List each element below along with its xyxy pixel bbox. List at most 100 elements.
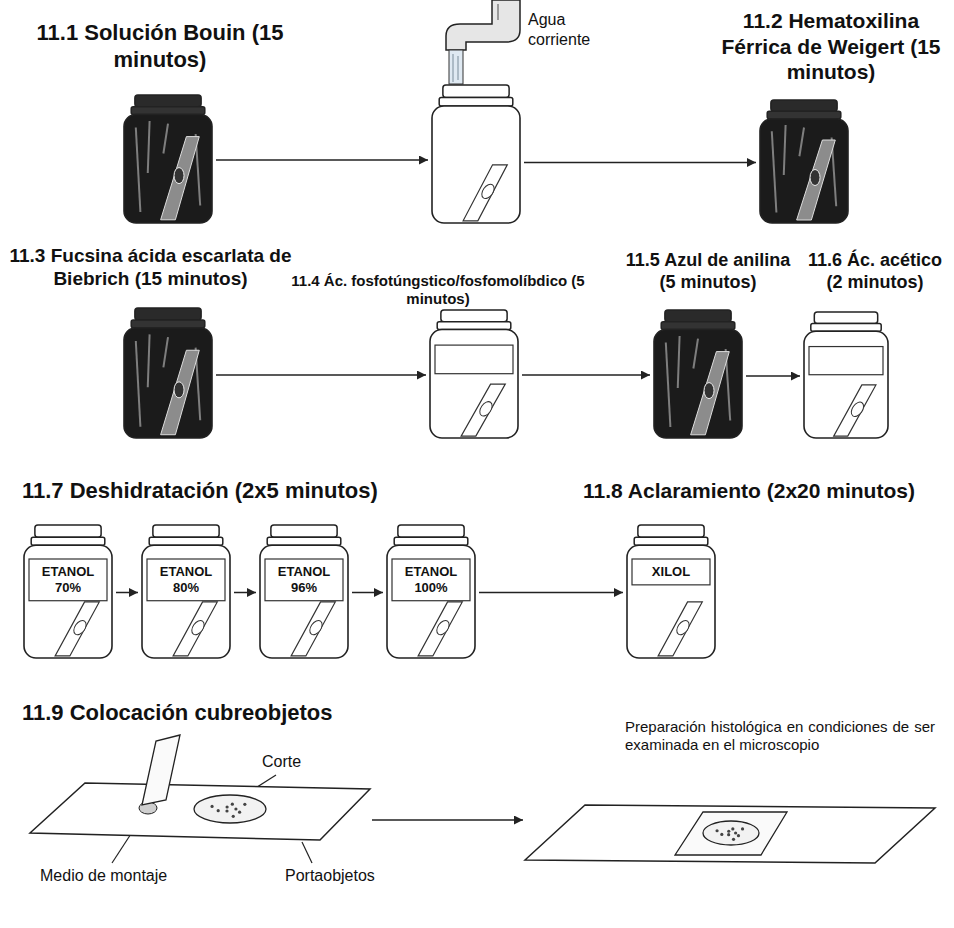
jar-label <box>809 347 883 375</box>
jar-outline <box>430 85 522 225</box>
step-heading: 11.6 Ác. acético (2 minutos) <box>800 250 950 294</box>
water-lines <box>453 54 458 82</box>
staining-jar: 11.2 Hematoxilina Férrica de Weigert (15… <box>758 100 850 225</box>
water-stream <box>449 50 463 84</box>
jar-body <box>627 545 715 658</box>
step-heading: 11.3 Fucsina ácida escarlata de Biebrich… <box>8 244 293 290</box>
tissue-texture <box>234 807 237 810</box>
slide-outline <box>30 775 370 840</box>
staining-jar: 11.5 Azul de anilina (5 minutos) <box>652 310 744 440</box>
jar-lid <box>771 100 837 111</box>
tissue-texture <box>737 834 740 837</box>
slide-in-jar <box>418 602 462 656</box>
tissue-texture <box>727 833 730 836</box>
jar-body <box>24 545 112 658</box>
tissue-texture <box>731 827 734 830</box>
tissue-section <box>174 382 184 398</box>
part-label: Corte <box>262 752 342 771</box>
slide-in-jar <box>173 602 217 656</box>
jar-body <box>124 115 212 224</box>
tissue-section <box>307 618 324 637</box>
jar-body <box>654 330 742 439</box>
jar-rim <box>437 322 511 330</box>
coverslip <box>675 812 787 855</box>
glass-slide: Preparación histológica en condiciones d… <box>525 800 935 865</box>
slide-in-jar <box>55 602 99 656</box>
jar-lid <box>398 525 464 537</box>
step-heading: 11.9 Colocación cubreobjetos <box>22 700 422 727</box>
tissue-texture <box>741 827 744 830</box>
jar-rim <box>131 107 205 115</box>
jar-lid <box>135 95 201 107</box>
step-heading: 11.8 Aclaramiento (2x20 minutos) <box>548 478 950 504</box>
step-heading: Agua corriente <box>528 10 628 49</box>
jar-rim <box>811 324 881 332</box>
jar-rim <box>439 98 513 106</box>
jar-body <box>142 545 230 658</box>
tissue-texture <box>217 809 220 812</box>
slide-in-jar <box>834 385 876 436</box>
jar-lid <box>814 312 877 324</box>
tap-body <box>446 0 520 50</box>
glass-reflection <box>678 336 680 388</box>
tissue-section <box>810 170 820 186</box>
tissue-texture <box>225 805 228 808</box>
slide-in-jar <box>291 602 335 656</box>
jar-outline <box>428 310 520 440</box>
jar-rim <box>661 322 735 330</box>
jar-lid <box>638 525 704 537</box>
tissue-texture <box>720 833 723 836</box>
glass-slide <box>525 805 935 863</box>
glass-reflection <box>799 128 804 157</box>
jar-body <box>260 545 348 658</box>
jar-lid <box>271 525 337 537</box>
glass-reflection <box>666 343 671 428</box>
jar-body <box>760 119 848 223</box>
glass-reflection <box>148 334 150 387</box>
slide-in-jar <box>463 165 507 221</box>
jar-outline <box>758 100 850 225</box>
tissue-texture <box>732 838 735 841</box>
tissue-section <box>434 618 451 637</box>
tissue-section <box>704 383 714 399</box>
step-heading: 11.5 Azul de anilina (5 minutos) <box>620 250 796 294</box>
jar-lid <box>153 525 219 537</box>
staining-jar: 11.1 Solución Bouin (15 minutos) <box>122 95 214 225</box>
jar-body <box>387 545 475 658</box>
staining-jar: 11.6 Ác. acético (2 minutos) <box>802 312 890 440</box>
tissue-texture <box>715 829 718 832</box>
jar-label <box>265 559 343 601</box>
step-heading: 11.7 Deshidratación (2x5 minutos) <box>22 478 462 504</box>
glass-slide: 11.9 Colocación cubreobjetos <box>30 775 370 840</box>
jar-label <box>29 559 107 601</box>
jar-rim <box>267 537 341 545</box>
tap-highlight <box>497 4 499 20</box>
tissue-texture <box>225 809 228 812</box>
jar-label <box>632 559 710 585</box>
tissue-texture <box>231 803 234 806</box>
tissue-texture <box>734 831 737 834</box>
jar-outline <box>652 310 744 440</box>
tissue-section <box>674 618 691 637</box>
glass-reflection <box>784 125 786 175</box>
flow-arrow <box>216 374 426 376</box>
tissue-texture <box>210 805 213 808</box>
jar-rim <box>131 320 205 328</box>
glass-reflection <box>163 124 168 154</box>
tissue-section <box>703 821 759 845</box>
jar-rim <box>767 111 841 119</box>
coverslip <box>142 735 180 805</box>
tissue-texture <box>232 815 235 818</box>
tissue-texture <box>238 811 241 814</box>
jar-outline <box>122 95 214 225</box>
tissue-section <box>477 399 494 418</box>
flow-arrow <box>746 375 800 377</box>
glass-reflection <box>136 128 141 213</box>
glass-slide <box>30 783 370 840</box>
slide-in-jar <box>161 137 200 220</box>
jar-rim <box>149 537 223 545</box>
slide-in-jar <box>797 140 836 220</box>
jar-label <box>435 345 513 374</box>
jar-lid <box>441 310 507 322</box>
slide-in-jar <box>461 384 505 436</box>
